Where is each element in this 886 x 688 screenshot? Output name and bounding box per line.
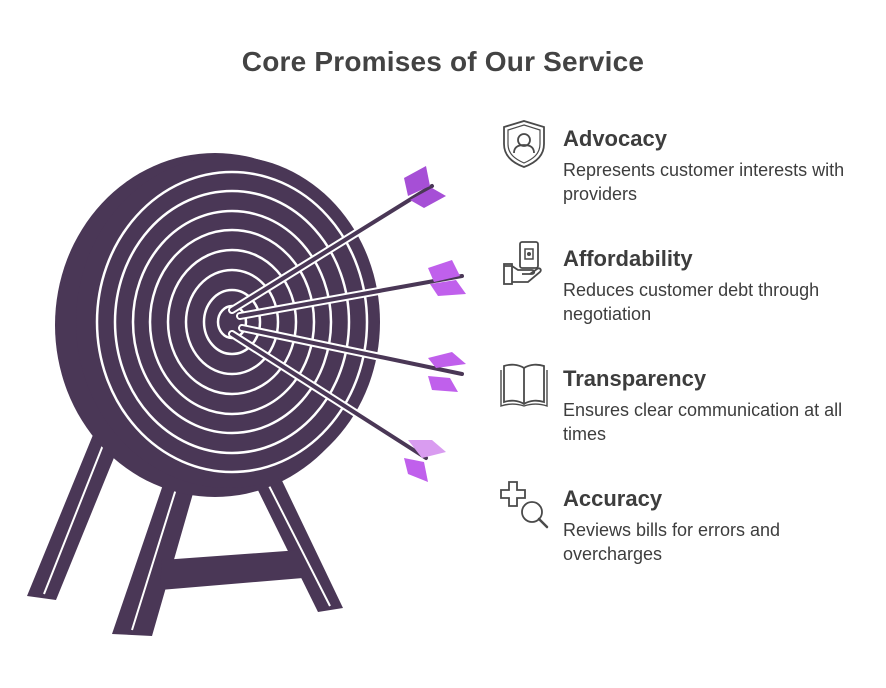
page-title: Core Promises of Our Service	[241, 46, 645, 77]
item-label: Affordability	[563, 246, 693, 271]
item-label: Advocacy	[563, 126, 667, 151]
target-face	[76, 156, 380, 488]
promise-affordability: Affordability Reduces customer debt thro…	[498, 238, 878, 338]
item-label: Accuracy	[563, 486, 663, 511]
arrow-4	[228, 330, 446, 482]
shield-person-icon	[503, 120, 545, 168]
arrow-3	[238, 324, 466, 392]
hand-money-icon	[503, 241, 542, 285]
plus-magnifier-icon	[500, 481, 549, 529]
item-label: Transparency	[563, 366, 707, 391]
arrow-2	[236, 260, 466, 320]
item-description: Reviews bills for errors and overcharges	[563, 520, 781, 564]
promise-advocacy: Advocacy Represents customer interests w…	[498, 118, 878, 218]
promise-accuracy: Accuracy Reviews bills for errors and ov…	[498, 478, 878, 578]
item-description: Represents customer interests with provi…	[563, 160, 845, 204]
promise-transparency: Transparency Ensures clear communication…	[498, 358, 878, 458]
item-description: Reduces customer debt through negotiatio…	[563, 280, 820, 324]
arrow-1	[228, 166, 446, 314]
open-book-icon	[500, 363, 548, 407]
archery-target-illustration	[27, 153, 466, 636]
target-stand	[27, 430, 343, 636]
item-description: Ensures clear communication at all times	[563, 400, 843, 444]
